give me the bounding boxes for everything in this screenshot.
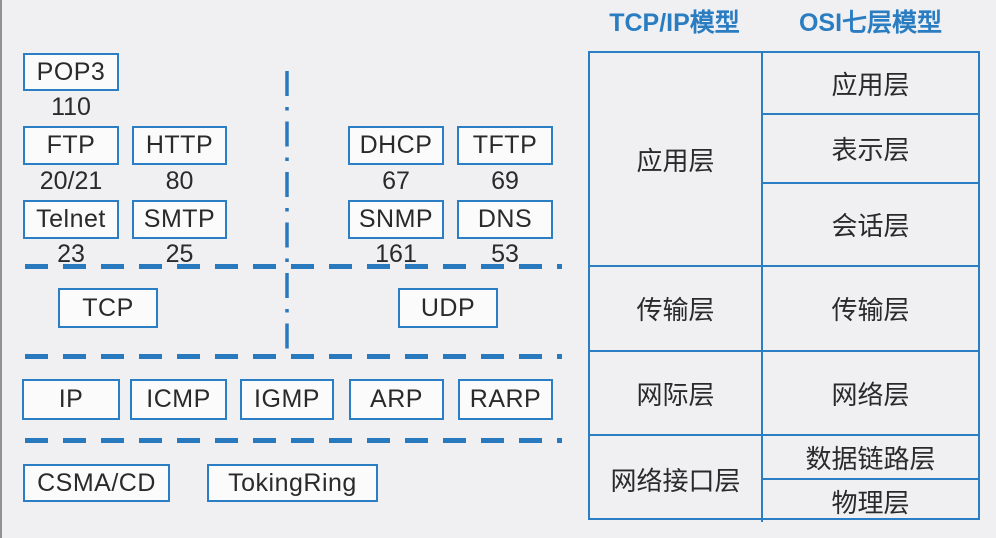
protocol-box-igmp: IGMP xyxy=(240,379,334,420)
osi-cell-session: 会话层 xyxy=(763,184,978,267)
protocol-label-dhcp: DHCP xyxy=(359,131,433,159)
tcpip-label-application: 应用层 xyxy=(636,145,715,176)
protocol-box-tcp: TCP xyxy=(58,288,158,328)
tcpip-label-internet: 网际层 xyxy=(636,379,715,410)
protocol-label-tftp: TFTP xyxy=(472,131,538,159)
port-label-snmp: 161 xyxy=(375,240,417,268)
protocol-label-igmp: IGMP xyxy=(254,385,320,413)
protocol-box-snmp: SNMP xyxy=(348,200,444,239)
osi-cell-transport: 传输层 xyxy=(763,267,978,352)
port-label-pop3: 110 xyxy=(51,93,91,121)
protocol-box-telnet: Telnet xyxy=(23,200,119,239)
port-label-tftp: 69 xyxy=(491,167,519,195)
protocol-box-tokingring: TokingRing xyxy=(207,464,378,502)
tcpip-label-transport: 传输层 xyxy=(636,295,715,325)
tcpip-cell-transport: 传输层 xyxy=(590,267,763,352)
protocol-box-icmp: ICMP xyxy=(130,379,227,420)
osi-cell-datalink: 数据链路层 xyxy=(763,436,978,480)
protocol-box-http: HTTP xyxy=(132,126,227,165)
osi-label-session: 会话层 xyxy=(831,211,910,241)
osi-model-header: OSI七层模型 xyxy=(798,9,943,37)
tcpip-cell-network-interface: 网络接口层 xyxy=(590,436,763,522)
osi-label-application: 应用层 xyxy=(831,69,910,100)
osi-label-datalink: 数据链路层 xyxy=(805,443,936,474)
protocol-box-csmacd: CSMA/CD xyxy=(23,464,170,502)
protocol-box-arp: ARP xyxy=(349,379,444,420)
protocol-label-tcp: TCP xyxy=(82,293,134,322)
tcpip-cell-application: 应用层 xyxy=(590,53,763,267)
osi-label-presentation: 表示层 xyxy=(831,135,910,165)
protocol-label-csmacd: CSMA/CD xyxy=(37,468,156,497)
protocol-box-pop3: POP3 xyxy=(23,53,119,91)
protocol-label-dns: DNS xyxy=(477,205,533,233)
osi-cell-application: 应用层 xyxy=(763,53,978,115)
port-label-dhcp: 67 xyxy=(382,167,410,195)
osi-cell-network: 网络层 xyxy=(763,352,978,436)
tcpip-label-network-interface: 网络接口层 xyxy=(610,465,741,496)
protocol-box-ftp: FTP xyxy=(23,126,119,165)
protocol-label-ftp: FTP xyxy=(46,131,96,159)
protocol-label-udp: UDP xyxy=(420,293,476,322)
osi-label-network: 网络层 xyxy=(831,379,910,410)
protocol-label-telnet: Telnet xyxy=(36,205,106,233)
protocol-label-rarp: RARP xyxy=(469,385,542,413)
port-label-smtp: 25 xyxy=(165,240,194,268)
osi-cell-physical: 物理层 xyxy=(763,480,978,522)
protocol-label-pop3: POP3 xyxy=(36,57,106,86)
protocol-box-smtp: SMTP xyxy=(132,200,227,239)
model-comparison-table: 应用层 传输层 网际层 网络接口层 应用层 表示层 会话层 传输层 网络层 数据… xyxy=(588,51,980,522)
protocol-box-rarp: RARP xyxy=(458,379,553,420)
osi-cell-presentation: 表示层 xyxy=(763,115,978,184)
protocol-label-smtp: SMTP xyxy=(143,205,216,233)
left-edge-line xyxy=(0,0,2,538)
port-label-dns: 53 xyxy=(491,240,519,268)
protocol-label-http: HTTP xyxy=(145,131,214,159)
protocol-label-ip: IP xyxy=(58,385,84,413)
protocol-label-icmp: ICMP xyxy=(146,385,211,413)
protocol-label-snmp: SNMP xyxy=(358,205,434,233)
tcpip-cell-internet: 网际层 xyxy=(590,352,763,436)
osi-label-transport: 传输层 xyxy=(831,295,910,325)
port-label-telnet: 23 xyxy=(57,240,85,268)
port-label-ftp: 20/21 xyxy=(39,167,103,195)
osi-label-physical: 物理层 xyxy=(831,487,910,518)
tcpip-model-header: TCP/IP模型 xyxy=(609,9,740,37)
protocol-label-tokingring: TokingRing xyxy=(228,468,357,497)
protocol-box-ip: IP xyxy=(22,379,120,420)
port-label-http: 80 xyxy=(165,167,194,195)
protocol-label-arp: ARP xyxy=(370,385,423,413)
protocol-box-udp: UDP xyxy=(398,288,498,328)
protocol-box-tftp: TFTP xyxy=(457,126,553,165)
protocol-box-dns: DNS xyxy=(457,200,553,239)
protocol-box-dhcp: DHCP xyxy=(348,126,444,165)
